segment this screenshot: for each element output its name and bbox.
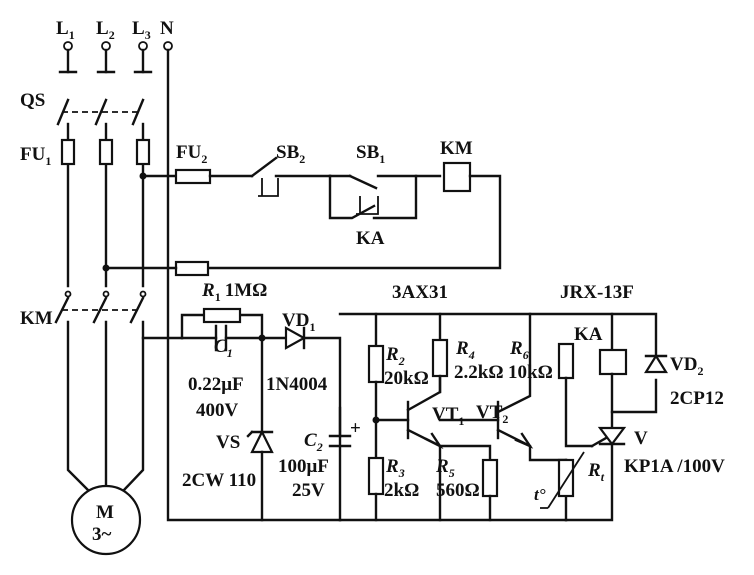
phase-l3-label: L3	[132, 18, 151, 42]
phase-l2-label: L2	[96, 18, 115, 42]
resistor-r5-label: R5	[435, 456, 455, 480]
motor-phase: 3~	[92, 524, 112, 545]
resistor-r6-label: R6	[509, 338, 529, 362]
capacitor-c1-value: 0.22μF	[188, 374, 244, 395]
resistor-r2-label: R2	[385, 344, 405, 368]
transistor-type: 3AX31	[392, 282, 448, 303]
fuse-fu1-label: FU1	[20, 144, 51, 168]
resistor-r4-label: R4	[455, 338, 475, 362]
zener-vs-part: 2CW 110	[182, 470, 256, 491]
thyristor-v-label: V	[634, 428, 648, 449]
resistor-r3-value: 2kΩ	[384, 480, 419, 501]
diode-vd1-part: 1N4004	[266, 374, 328, 395]
phase-terminals	[63, 41, 173, 51]
thermistor-rt-label: Rt	[587, 460, 605, 484]
contact-ka-label: KA	[356, 228, 385, 249]
resistor-r2-value: 20kΩ	[384, 368, 429, 389]
phase-wires	[54, 48, 342, 522]
button-sb1-label: SB1	[356, 142, 385, 166]
resistor-r5-value: 560Ω	[436, 480, 480, 501]
capacitor-c2-polarity: +	[350, 418, 361, 439]
fuse-fu1	[60, 138, 151, 166]
phase-l1-label: L1	[56, 18, 75, 42]
switch-qs-label: QS	[20, 90, 45, 111]
contactor-km-label: KM	[20, 308, 53, 329]
button-sb2-label: SB2	[276, 142, 305, 166]
resistor-r4-value: 2.2kΩ	[454, 362, 504, 383]
capacitor-c1-label: C1	[214, 336, 233, 360]
thyristor-v-part: KP1A /100V	[624, 456, 725, 477]
fuse-fu2-label: FU2	[176, 142, 207, 166]
neutral-label: N	[160, 18, 174, 39]
coil-km-label: KM	[440, 138, 473, 159]
diode-vd2-label: VD2	[670, 354, 703, 378]
transistor-vt2-label: VT2	[476, 402, 508, 426]
amplifier-section	[338, 312, 658, 522]
capacitor-c1-voltage: 400V	[196, 400, 239, 421]
motor	[70, 484, 142, 556]
diode-vd1-label: VD1	[282, 310, 315, 334]
resistor-r3-label: R3	[385, 456, 405, 480]
thermistor-rt-mark: t°	[534, 485, 546, 504]
control-circuit	[104, 156, 502, 277]
supply-section	[141, 307, 342, 522]
diode-vd2-part: 2CP12	[670, 388, 724, 409]
capacitor-c2-label: C2	[304, 430, 323, 454]
relay-section	[564, 312, 668, 522]
resistor-r6-value: 10kΩ	[508, 362, 553, 383]
zener-vs-label: VS	[216, 432, 240, 453]
capacitor-c2-value: 100μF	[278, 456, 329, 477]
relay-ka-label: KA	[574, 324, 603, 345]
relay-type: JRX-13F	[560, 282, 634, 303]
capacitor-c2-voltage: 25V	[292, 480, 325, 501]
motor-name: M	[96, 502, 114, 523]
capacitor-c2	[328, 434, 352, 448]
transistor-vt1-label: VT1	[432, 404, 464, 428]
